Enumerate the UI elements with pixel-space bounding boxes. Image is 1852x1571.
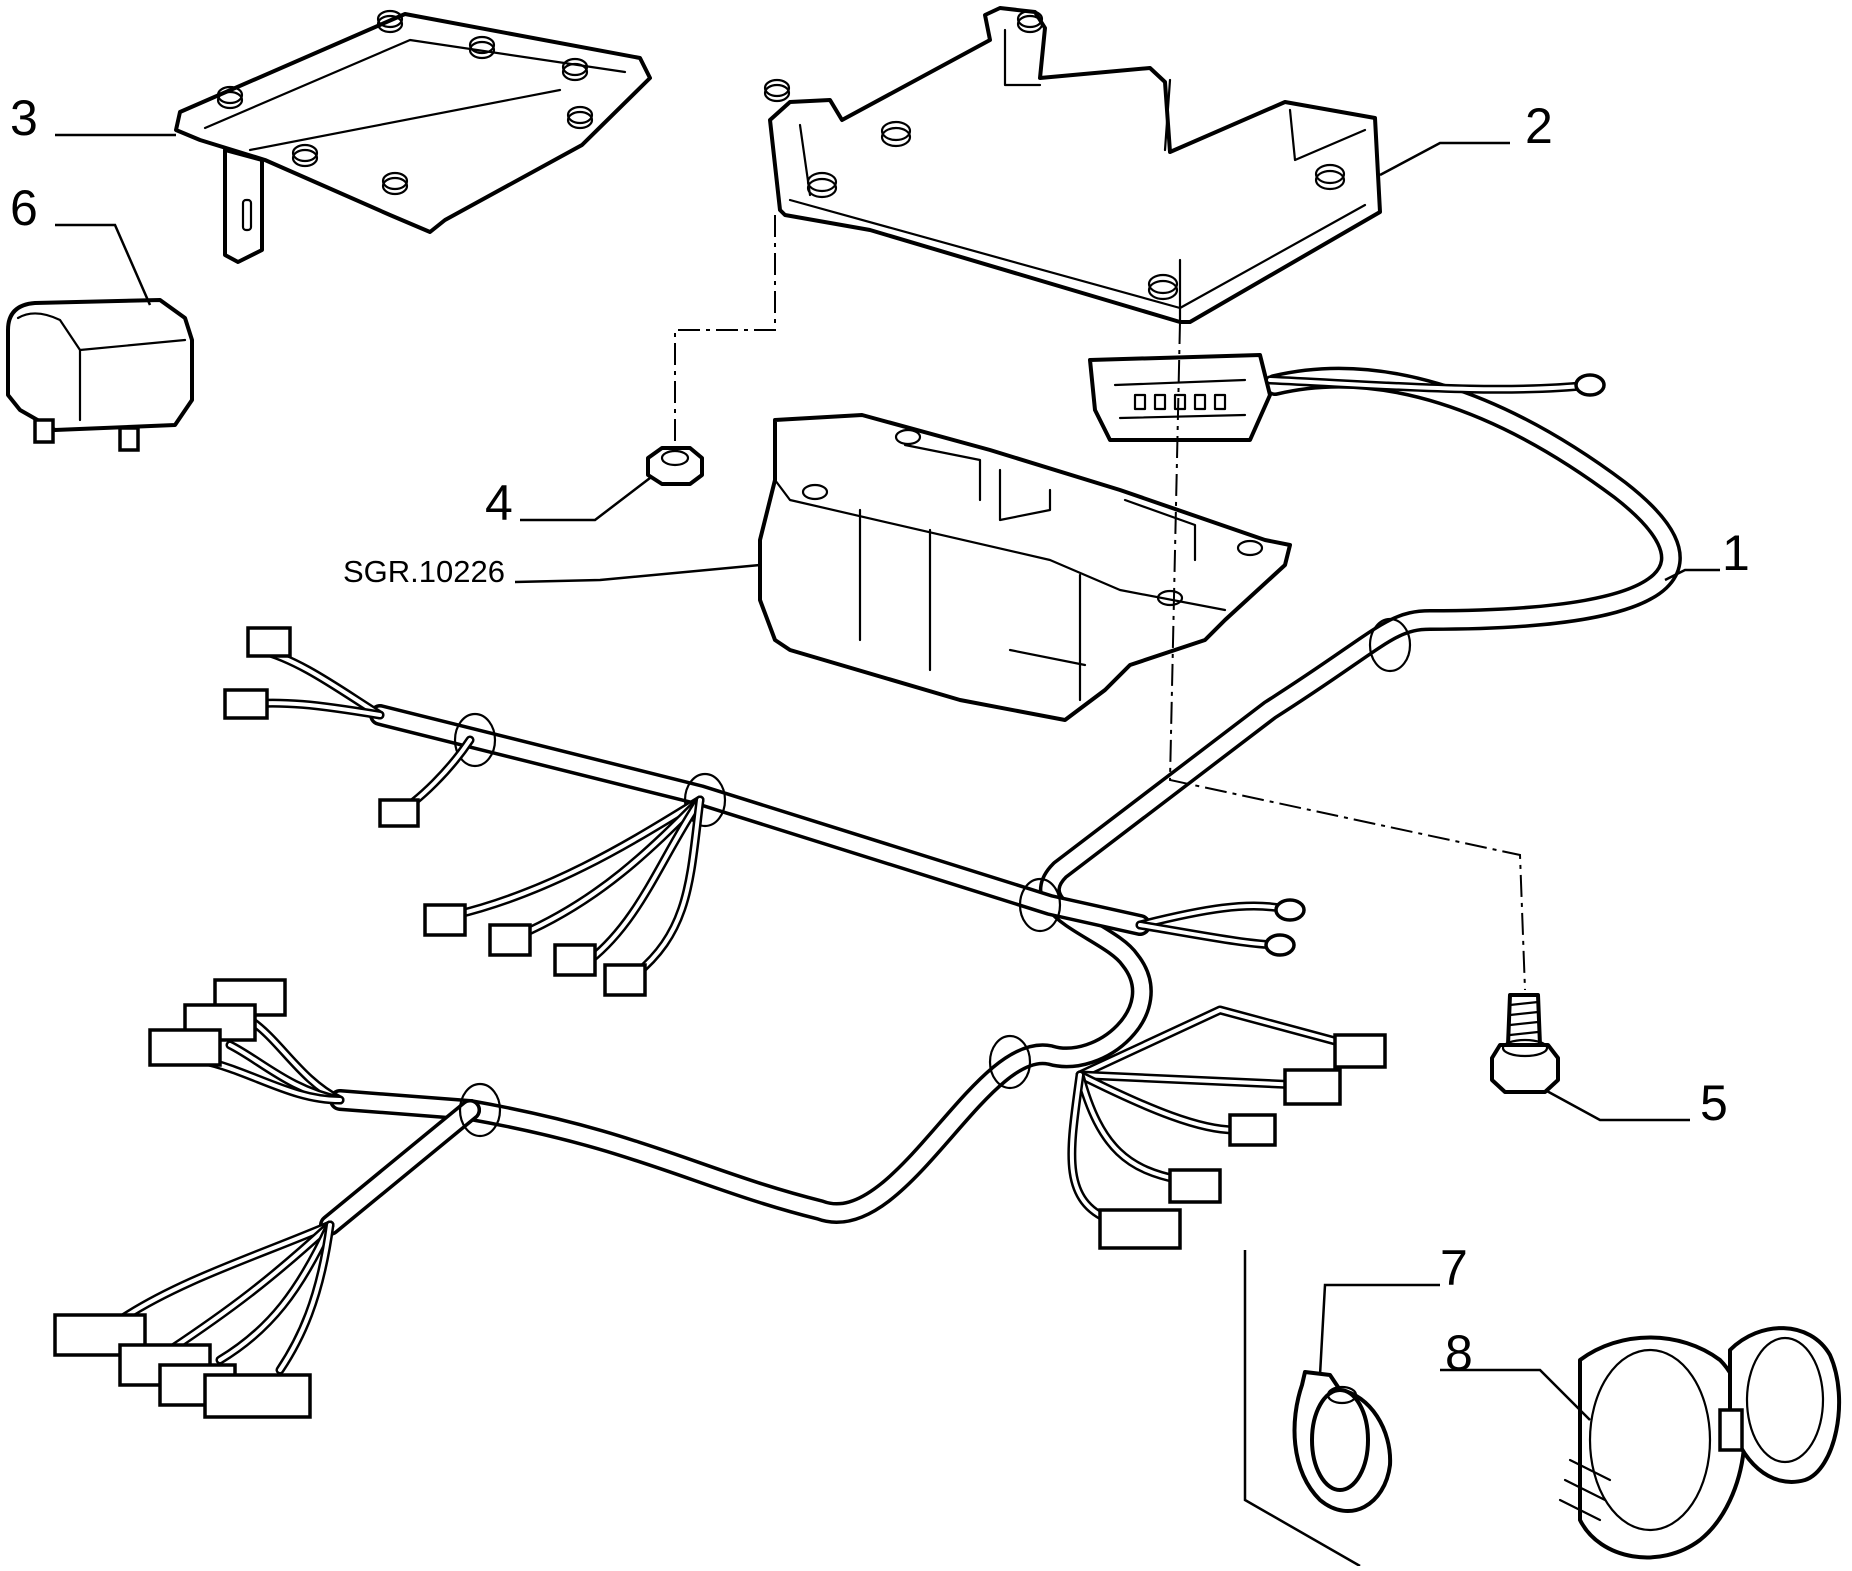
clip-part-8 [1558, 1326, 1842, 1560]
callout-1: 1 [1722, 525, 1750, 581]
nut-part-4 [646, 446, 704, 486]
callout-2: 2 [1525, 98, 1553, 154]
assembly-centerlines [674, 215, 1526, 991]
ecu-module [758, 413, 1292, 722]
reference-code: SGR.10226 [343, 554, 505, 589]
callout-4: 4 [485, 475, 513, 531]
callout-7: 7 [1440, 1240, 1468, 1296]
callout-8: 8 [1445, 1325, 1473, 1381]
callout-3: 3 [10, 90, 38, 146]
cable-tie-part-7 [1292, 1370, 1393, 1513]
wiring-harness-part-1 [53, 353, 1682, 1419]
callout-6: 6 [10, 180, 38, 236]
bolt-part-5 [1490, 993, 1560, 1094]
relay-part-6 [6, 298, 194, 452]
callout-leaders [55, 133, 1720, 1568]
callout-5: 5 [1700, 1075, 1728, 1131]
ecu-bracket-part-2 [763, 6, 1382, 324]
mounting-plate-part-3 [174, 9, 652, 264]
